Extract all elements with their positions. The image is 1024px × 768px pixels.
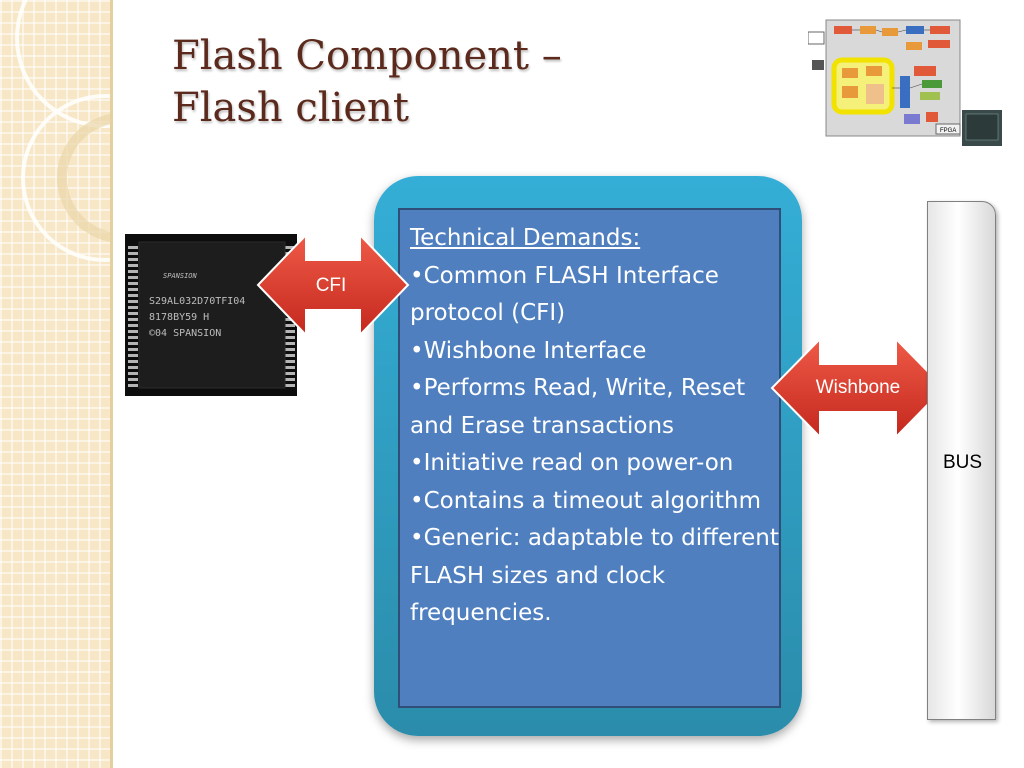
- chip-brand: SPANSION: [163, 272, 198, 280]
- slide-title: Flash Component – Flash client: [172, 30, 562, 134]
- title-line-2: Flash client: [172, 85, 409, 131]
- decorative-strip: [0, 0, 113, 768]
- chip-part-number: S29AL032D70TFI04: [149, 296, 245, 307]
- fpga-label: FPGA: [940, 128, 956, 134]
- chip-copyright: ©04 SPANSION: [149, 328, 221, 339]
- technical-demands-heading: Technical Demands:: [410, 225, 641, 251]
- demand-item: •Common FLASH Interface protocol (CFI): [410, 262, 719, 327]
- bus-bar: BUS: [927, 201, 996, 720]
- title-line-1: Flash Component –: [172, 33, 562, 79]
- cfi-double-arrow: [256, 232, 410, 338]
- strip-edge: [110, 0, 113, 768]
- demand-item: •Performs Read, Write, Reset and Erase t…: [410, 375, 746, 439]
- wishbone-label: Wishbone: [815, 377, 901, 398]
- demand-item: •Wishbone Interface: [410, 337, 647, 364]
- block-diagram-thumbnail: FPGA: [808, 19, 1002, 146]
- demand-item: •Generic: adaptable to different FLASH s…: [410, 525, 779, 626]
- demand-item: •Initiative read on power-on: [410, 450, 734, 476]
- bus-label: BUS: [942, 452, 983, 473]
- chip-lot-code: 8178BY59 H: [149, 312, 209, 323]
- cfi-label: CFI: [315, 275, 347, 296]
- flash-chip-image: SPANSION S29AL032D70TFI04 8178BY59 H ©04…: [125, 234, 297, 396]
- decorative-circles: [15, 0, 113, 262]
- technical-demands-box: Technical Demands: •Common FLASH Interfa…: [398, 208, 781, 708]
- demand-item: •Contains a timeout algorithm: [410, 487, 761, 514]
